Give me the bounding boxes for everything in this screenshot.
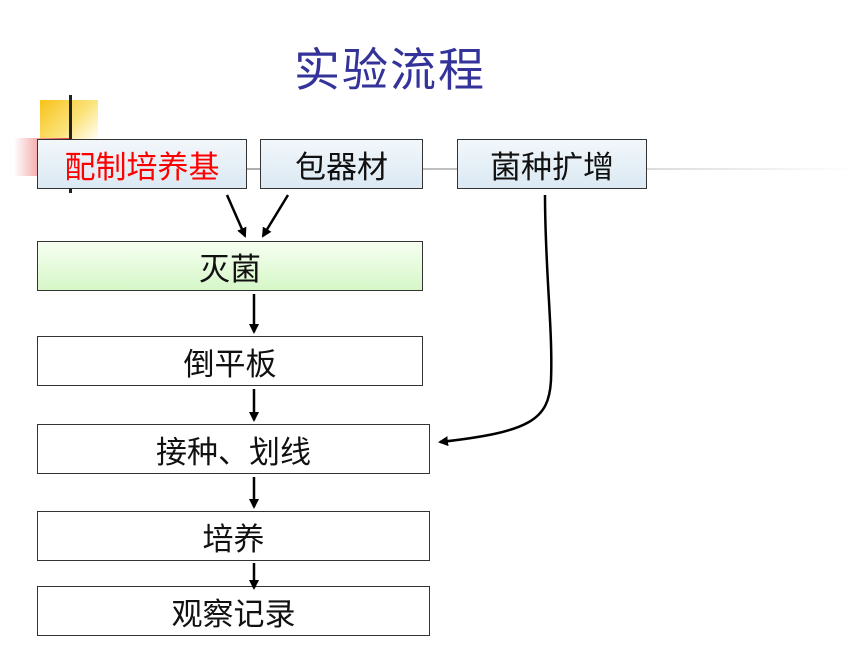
page-title: 实验流程 (294, 43, 486, 97)
sterilize-label: 灭菌 (199, 251, 261, 288)
prepare-medium-box: 配制培养基 (37, 139, 247, 189)
inoculate-streak-label: 接种、划线 (156, 434, 311, 471)
observe-record-label: 观察记录 (171, 596, 296, 633)
pour-plate-label: 倒平板 (183, 346, 277, 383)
prepare-medium-label: 配制培养基 (64, 149, 220, 186)
sterilize-box: 灭菌 (37, 241, 423, 291)
culture-label: 培养 (202, 521, 265, 558)
arrow-medium-to-sterilize (225, 194, 247, 238)
wrap-equipment-box: 包器材 (260, 139, 423, 189)
arrow-strain-to-inoculate (438, 194, 553, 447)
strain-expansion-box: 菌种扩增 (457, 139, 647, 189)
inoculate-streak-box: 接种、划线 (37, 424, 430, 474)
strain-expansion-label: 菌种扩增 (490, 149, 614, 186)
culture-box: 培养 (37, 511, 430, 561)
wrap-equipment-label: 包器材 (295, 149, 388, 186)
arrow-equipment-to-sterilize (261, 194, 290, 238)
observe-record-box: 观察记录 (37, 586, 430, 636)
decorative-horizontal-line (38, 168, 858, 170)
pour-plate-box: 倒平板 (37, 336, 423, 386)
